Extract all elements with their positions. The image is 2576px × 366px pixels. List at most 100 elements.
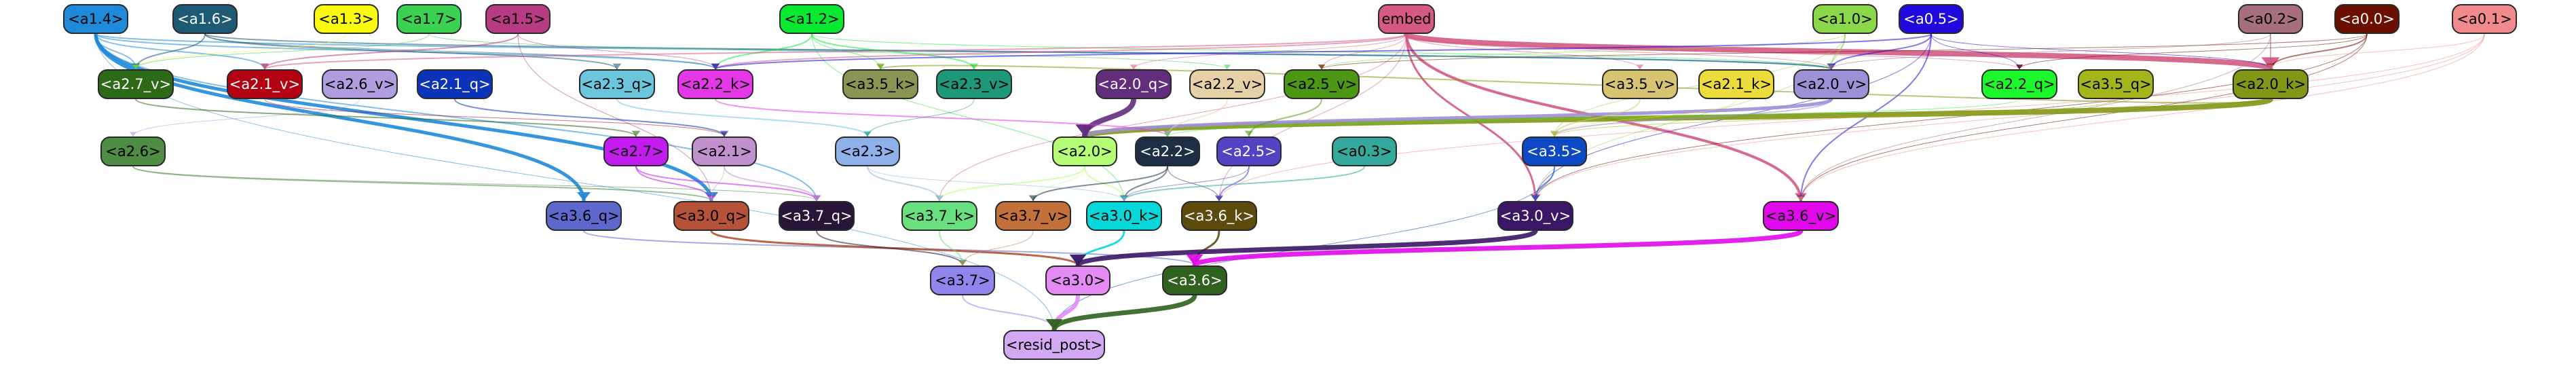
edge-a2_2_v-a2_2 — [1167, 98, 1228, 137]
node-a3-6-v[interactable]: <a3.6_v> — [1763, 201, 1839, 231]
node-a3-6[interactable]: <a3.6> — [1162, 266, 1227, 295]
node-a2-1-v[interactable]: <a2.1_v> — [227, 69, 303, 99]
node-a2-6-v[interactable]: <a2.6_v> — [322, 69, 398, 99]
edge-a1_2-a2_3_v — [811, 33, 975, 70]
edge-a0_5-a2_2_q — [1930, 33, 2020, 70]
node-a1-2[interactable]: <a1.2> — [779, 4, 844, 34]
edge-a2_3_v-a2_3 — [867, 98, 975, 137]
edge-a2_5-a3_0_k — [1123, 166, 1250, 202]
edge-a2_3_q-a2_3 — [616, 98, 868, 137]
arrowhead-a1_6-a2_3_q — [612, 63, 622, 69]
node-a2-0[interactable]: <a2.0> — [1052, 136, 1117, 166]
node-a2-7[interactable]: <a2.7> — [603, 136, 669, 166]
edge-a0_0-a2_0_k — [2270, 33, 2368, 70]
edge-a2_6-a3_0_q — [132, 166, 712, 202]
node-a2-3[interactable]: <a2.3> — [835, 136, 900, 166]
node-a2-0-q[interactable]: <a2.0_q> — [1096, 69, 1172, 99]
arrowhead-a2_0_k-a3_5_k — [876, 63, 885, 69]
edge-a1_4-a2_1_v — [95, 33, 265, 70]
node-a2-6[interactable]: <a2.6> — [100, 136, 166, 166]
edge-embed-a2_2_k — [715, 33, 1407, 70]
arrowhead-a2_5-a3_6_k — [1214, 195, 1224, 201]
node-a3-6-k[interactable]: <a3.6_k> — [1181, 201, 1257, 231]
edge-a2_6-a3_7_q — [132, 166, 817, 202]
edge-embed-a2_2_q — [1406, 33, 2020, 70]
edge-embed-a3_7_k — [939, 33, 1407, 202]
node-a2-5[interactable]: <a2.5> — [1216, 136, 1282, 166]
node-a2-0-k[interactable]: <a2.0_k> — [2233, 69, 2309, 99]
node-a2-1[interactable]: <a2.1> — [692, 136, 757, 166]
node-a2-0-v[interactable]: <a2.0_v> — [1793, 69, 1869, 99]
edge-a3_7_v-a3_7 — [962, 230, 1034, 266]
node-a0-2[interactable]: <a0.2> — [2238, 4, 2303, 34]
arrowhead-a2_3-a3_0_k — [1120, 196, 1128, 201]
node-embed[interactable]: embed — [1378, 4, 1435, 34]
edge-a2_7_v-a2_7 — [135, 98, 637, 137]
arrowhead-a1_7-a2_7_v — [132, 65, 140, 69]
node-a1-0[interactable]: <a1.0> — [1812, 4, 1878, 34]
node-a1-7[interactable]: <a1.7> — [396, 4, 462, 34]
edge-a2_1-a3_0_q — [711, 166, 725, 202]
edge-a2_0_k-a3_5_k — [880, 65, 2271, 104]
edge-a3_6_v-a3_6 — [1192, 228, 1804, 268]
node-a3-0-k[interactable]: <a3.0_k> — [1086, 201, 1162, 231]
edge-a2_2_q-a2_2 — [1167, 98, 2020, 137]
node-a0-1[interactable]: <a0.1> — [2452, 4, 2517, 34]
arrowhead-a1_4-a3_6_q — [577, 192, 591, 201]
node-a2-1-k[interactable]: <a2.1_k> — [1698, 69, 1774, 99]
node-a3-0-v[interactable]: <a3.0_v> — [1497, 201, 1573, 231]
edge-a1_5-a3_0_q — [517, 33, 712, 202]
edge-a2_5_v-a2_5 — [1248, 98, 1322, 137]
node-a3-0-q[interactable]: <a3.0_q> — [673, 201, 749, 231]
node-a3-5-v[interactable]: <a3.5_v> — [1602, 69, 1678, 99]
node-a3-5[interactable]: <a3.5> — [1522, 136, 1587, 166]
edge-a2_3-a3_0_k — [867, 166, 1125, 202]
node-a0-3[interactable]: <a0.3> — [1332, 136, 1397, 166]
node-a2-3-v[interactable]: <a2.3_v> — [936, 69, 1012, 99]
node-a1-6[interactable]: <a1.6> — [172, 4, 238, 34]
edge-a2_1-a3_7_q — [724, 166, 817, 202]
node-a2-2-q[interactable]: <a2.2_q> — [1981, 69, 2057, 99]
edge-a2_2-a3_0_k — [1123, 166, 1168, 202]
node-a2-3-q[interactable]: <a2.3_q> — [579, 69, 655, 99]
edge-a2_1_k-a3_5 — [1554, 98, 1737, 137]
edge-a2_3-a3_7_k — [867, 166, 940, 202]
arrowhead-a0_1-a3_6_v — [1797, 196, 1805, 201]
node-resid-post[interactable]: <resid_post> — [1003, 330, 1105, 360]
edge-a3_0_v-a3_0 — [1075, 228, 1538, 268]
edge-a0_5-a2_0_v — [1831, 33, 1932, 70]
arrowhead-a3_6-resid_post — [1045, 318, 1063, 330]
node-a2-2-k[interactable]: <a2.2_k> — [677, 69, 753, 99]
edge-a0_1-a3_0_v — [1535, 33, 2485, 202]
node-a0-0[interactable]: <a0.0> — [2334, 4, 2400, 34]
node-a1-3[interactable]: <a1.3> — [314, 4, 379, 34]
arrowhead-embed-a2_1_v — [260, 63, 269, 69]
node-a3-7-q[interactable]: <a3.7_q> — [779, 201, 855, 231]
node-a3-7-k[interactable]: <a3.7_k> — [901, 201, 977, 231]
arrowhead-a0_1-a2_0_k — [2266, 65, 2275, 69]
edge-a0_0-a2_2_q — [2019, 33, 2368, 70]
edge-a1_4-a3_7_q — [95, 33, 817, 202]
edge-embed-a3_6_k — [1218, 33, 1407, 202]
node-a2-5-v[interactable]: <a2.5_v> — [1284, 69, 1360, 99]
node-a1-5[interactable]: <a1.5> — [485, 4, 550, 34]
node-a3-0[interactable]: <a3.0> — [1045, 266, 1110, 295]
edge-a1_7-a2_7_v — [135, 33, 430, 70]
edge-a3_5_v-a3_5 — [1554, 98, 1641, 137]
node-a2-2-v[interactable]: <a2.2_v> — [1189, 69, 1265, 99]
node-a3-5-k[interactable]: <a3.5_k> — [842, 69, 918, 99]
edge-a2_0-a3_7_v — [1032, 166, 1085, 202]
node-a2-2[interactable]: <a2.2> — [1135, 136, 1200, 166]
edge-a2_2-a3_7_v — [1032, 166, 1168, 202]
node-a2-7-v[interactable]: <a2.7_v> — [98, 69, 174, 99]
node-a3-7-v[interactable]: <a3.7_v> — [995, 201, 1071, 231]
node-a3-7[interactable]: <a3.7> — [930, 266, 995, 295]
node-a3-5-q[interactable]: <a3.5_q> — [2078, 69, 2154, 99]
arrowhead-a0_0-a2_2_q — [2015, 65, 2023, 69]
node-a1-4[interactable]: <a1.4> — [63, 4, 128, 34]
node-a0-5[interactable]: <a0.5> — [1899, 4, 1964, 34]
node-a2-1-q[interactable]: <a2.1_q> — [417, 69, 493, 99]
node-a3-6-q[interactable]: <a3.6_q> — [546, 201, 622, 231]
edge-a1_5-a2_1_v — [264, 33, 519, 70]
